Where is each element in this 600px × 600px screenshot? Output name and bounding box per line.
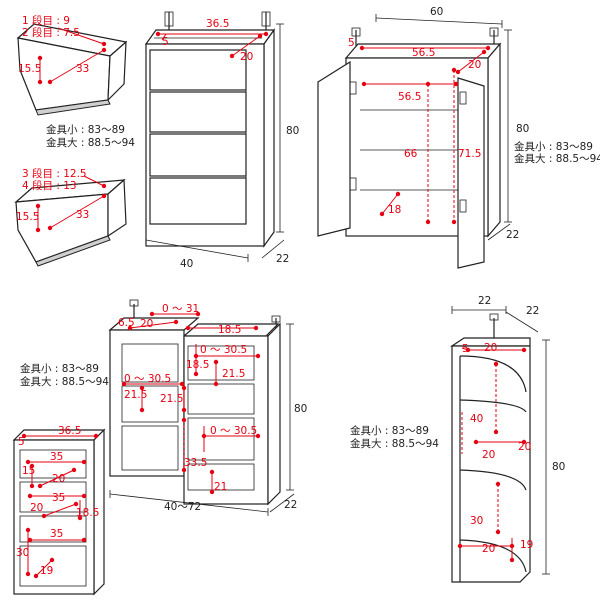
drawer-lower-width: 33	[76, 209, 89, 221]
drawer-upper-depth: 15.5	[18, 63, 41, 75]
extendable-right-width: 18.5	[218, 324, 241, 336]
hardware-note-small-1: 金具小 : 83～89	[46, 123, 125, 136]
extendable-center-height: 21.5	[160, 393, 183, 405]
corner-bottom-depth: 20	[482, 543, 495, 555]
extendable-depth-mark: 21	[214, 481, 227, 493]
extendable-left-height: 21.5	[124, 389, 147, 401]
small-chest-shelf-1: 35	[50, 451, 63, 463]
corner-width-b: 22	[526, 305, 539, 317]
chest-width: 40	[180, 258, 193, 270]
extendable-top-depth: 20	[140, 318, 153, 330]
small-chest	[12, 428, 106, 596]
cabinet-width: 60	[430, 6, 443, 18]
small-chest-depth-2: 20	[30, 502, 43, 514]
hardware-note-small-3: 金具小 : 83～89	[20, 362, 99, 375]
hardware-note-large-1: 金具大 : 88.5～94	[46, 136, 135, 149]
extendable-rack	[108, 299, 295, 516]
extendable-front-depth: 6.5	[118, 317, 135, 329]
hardware-note-small-2: 金具小 : 83～89	[514, 140, 593, 153]
extendable-mid-range-1: 0 ～ 30.5	[200, 344, 247, 356]
corner-rack	[450, 306, 550, 583]
cabinet-height: 80	[516, 123, 529, 135]
extendable-right-height: 21.5	[222, 368, 245, 380]
cabinet-inner-height: 66	[404, 148, 418, 160]
extendable-low-height: 33.5	[184, 457, 207, 469]
small-chest-front: 5	[18, 436, 25, 448]
tier-label-2: 2 段目 : 7.5	[22, 26, 80, 39]
small-chest-shelf-2: 35	[52, 492, 65, 504]
cabinet-depth: 22	[506, 229, 519, 241]
extendable-low-range: 0 ～ 30.5	[210, 425, 257, 437]
hardware-note-large-4: 金具大 : 88.5～94	[350, 437, 439, 450]
door-cabinet	[317, 14, 512, 269]
hardware-note-large-2: 金具大 : 88.5～94	[514, 152, 600, 165]
corner-bottom-side: 19	[520, 539, 533, 551]
small-chest-shelf-3: 35	[50, 528, 63, 540]
small-chest-bottom-depth: 19	[40, 565, 53, 577]
chest-top-depth: 20	[240, 51, 253, 63]
corner-mid-height: 40	[470, 413, 483, 425]
small-chest-depth-1: 20	[52, 473, 65, 485]
chest-front-depth: 5	[162, 36, 169, 48]
cabinet-top-depth: 20	[468, 59, 481, 71]
hardware-note-large-3: 金具大 : 88.5～94	[20, 375, 109, 388]
corner-top-depth: 20	[484, 342, 497, 354]
drawer-lower	[14, 175, 127, 267]
corner-shelf-depth: 20	[482, 449, 495, 461]
drawer-lower-depth: 15.5	[16, 211, 39, 223]
cabinet-top-inner: 56.5	[412, 47, 435, 59]
extendable-height: 80	[294, 403, 307, 415]
corner-mid-depth: 20	[518, 441, 531, 453]
chest-depth: 22	[276, 253, 289, 265]
small-chest-shelf-2-height: 18.5	[76, 507, 99, 519]
chest-inner-width: 36.5	[206, 18, 229, 30]
corner-height: 80	[552, 461, 565, 473]
corner-lower-height: 30	[470, 515, 483, 527]
small-chest-shelf-1-height: 15	[22, 465, 35, 477]
cabinet-top-front: 5	[348, 37, 355, 49]
corner-front: 5	[462, 343, 469, 355]
small-chest-top-width: 36.5	[58, 425, 81, 437]
extendable-mid-height: 18.5	[186, 359, 209, 371]
cabinet-total-inner-height: 71.5	[458, 148, 481, 160]
hardware-note-small-4: 金具小 : 83～89	[350, 424, 429, 437]
chest-height: 80	[286, 125, 299, 137]
cabinet-shelf-width: 56.5	[398, 91, 421, 103]
extendable-top-range: 0 ～ 31	[162, 303, 199, 315]
extendable-width: 40～72	[164, 501, 201, 513]
tier-label-3: 3 段目 : 12.5	[22, 167, 87, 180]
chest-4-drawer	[144, 11, 285, 262]
tier-label-1: 1 段目 : 9	[22, 14, 70, 27]
extendable-range-left: 0 ～ 30.5	[124, 373, 171, 385]
drawer-upper-width: 33	[76, 63, 89, 75]
extendable-depth: 22	[284, 499, 297, 511]
drawer-upper	[16, 23, 128, 116]
cabinet-shelf-depth: 18	[388, 204, 401, 216]
small-chest-bottom-height: 30	[16, 547, 29, 559]
corner-width-a: 22	[478, 295, 491, 307]
tier-label-4: 4 段目 : 13	[22, 179, 77, 192]
